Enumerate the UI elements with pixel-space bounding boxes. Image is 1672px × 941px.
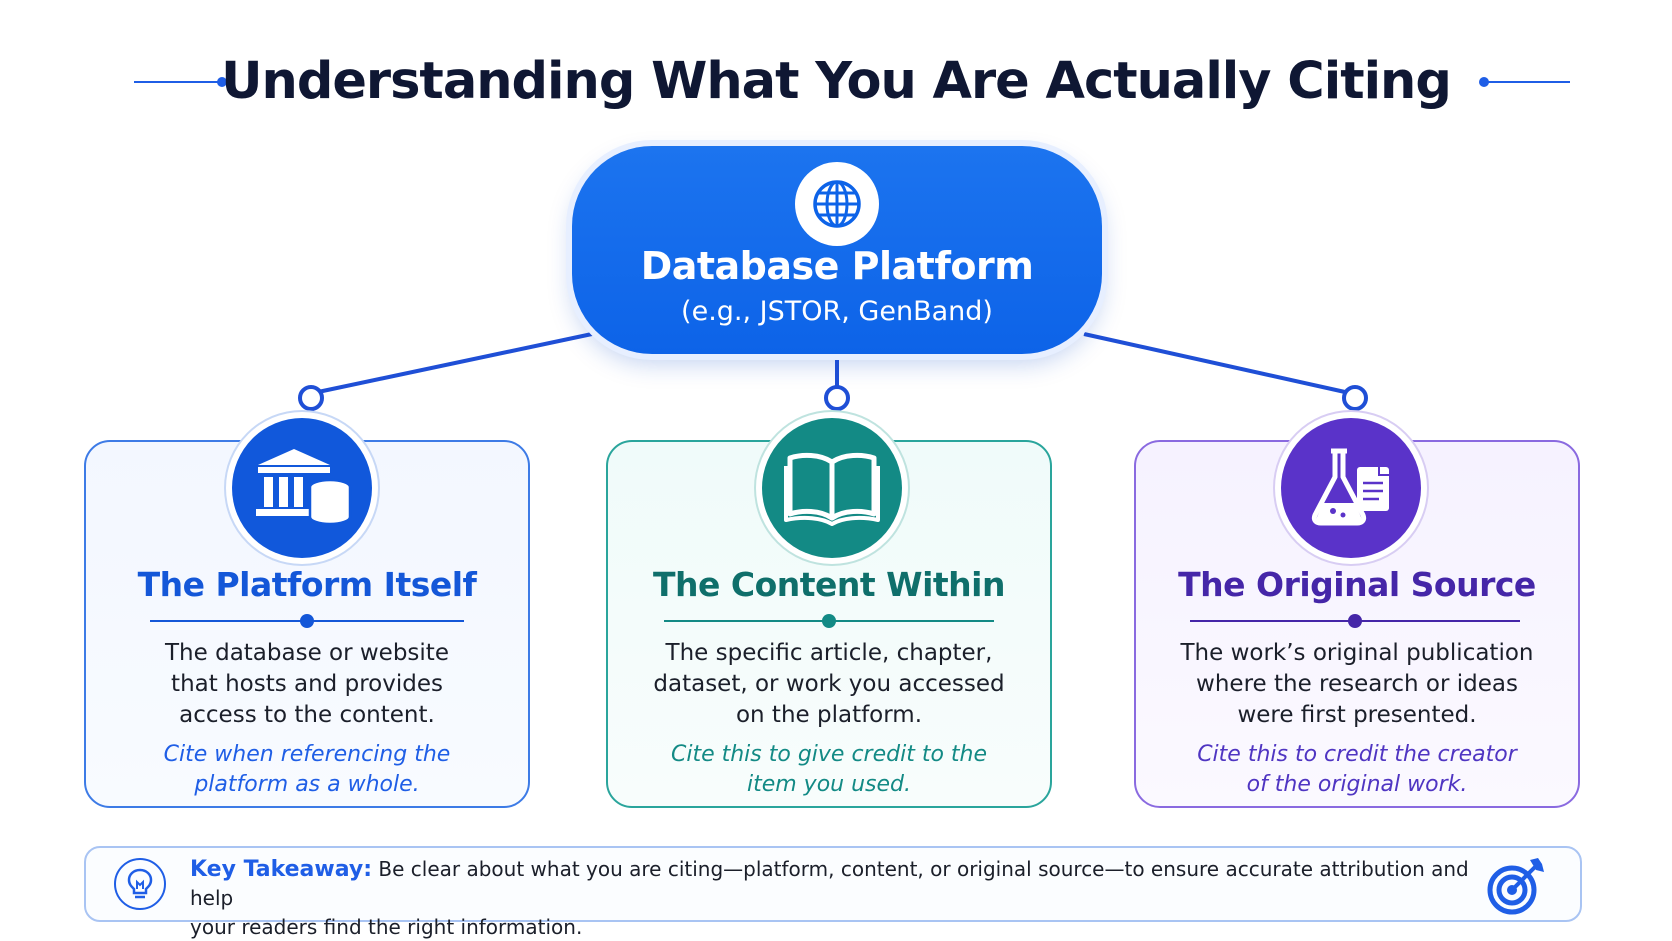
- card-title-content: The Content Within: [653, 565, 1005, 604]
- divider-dot-source: [1348, 614, 1362, 628]
- connector-node-right: [1342, 385, 1368, 411]
- lightbulb-icon: [114, 858, 166, 910]
- card-title-source: The Original Source: [1178, 565, 1536, 604]
- card-description-source: The work’s original publication where th…: [1180, 640, 1534, 728]
- card-note-platform: Cite when referencing the platform as a …: [163, 742, 451, 797]
- connector-right: [1083, 332, 1346, 394]
- title-line-right: [1488, 81, 1570, 83]
- card-title-platform: The Platform Itself: [137, 565, 477, 604]
- takeaway-text: Key Takeaway: Be clear about what you ar…: [190, 857, 1469, 939]
- target-icon: [1486, 856, 1546, 916]
- divider-dot-platform: [300, 614, 314, 628]
- divider-dot-content: [822, 614, 836, 628]
- connector-node-left: [298, 385, 324, 411]
- open-book-icon: [762, 418, 902, 558]
- globe-icon: [795, 162, 879, 246]
- title-line-left: [134, 81, 220, 83]
- title-dot-right: [1479, 77, 1489, 87]
- connector-left: [317, 332, 593, 394]
- platform-title: Database Platform: [640, 244, 1034, 288]
- card-note-content: Cite this to give credit to the item you…: [670, 742, 988, 797]
- takeaway-label: Key Takeaway:: [190, 857, 373, 882]
- connector-node-center: [824, 385, 850, 411]
- card-description-platform: The database or website that hosts and p…: [165, 640, 449, 728]
- card-note-source: Cite this to credit the creator of the o…: [1197, 742, 1517, 797]
- flask-document-icon: [1281, 418, 1421, 558]
- title-dot-left: [217, 77, 227, 87]
- card-description-content: The specific article, chapter, dataset, …: [653, 640, 1005, 728]
- title-row: Understanding What You Are Actually Citi…: [0, 42, 1672, 122]
- platform-subtitle: (e.g., JSTOR, GenBand): [681, 296, 993, 327]
- library-database-icon: [232, 418, 372, 558]
- page-title: Understanding What You Are Actually Citi…: [221, 52, 1452, 111]
- database-platform-box: Database Platform (e.g., JSTOR, GenBand): [572, 146, 1102, 354]
- key-takeaway-box: Key Takeaway: Be clear about what you ar…: [84, 846, 1582, 939]
